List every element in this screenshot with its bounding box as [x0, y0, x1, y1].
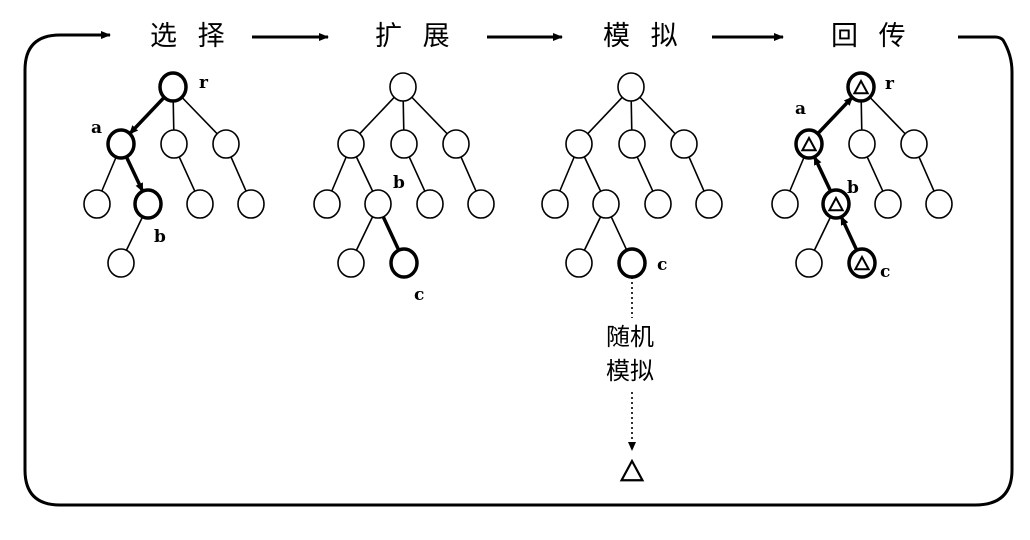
backprop-node-b: [821, 188, 851, 220]
backprop-label-a: a: [795, 99, 807, 119]
stage-title-backprop: 回 传: [831, 21, 912, 52]
select-edge-r-n: [181, 96, 218, 135]
backprop-edge-r-m: [860, 100, 863, 131]
select-label-b: b: [154, 227, 166, 247]
expand-node-b: [364, 189, 392, 219]
expand-label-c: c: [414, 285, 425, 305]
simulate-node-c: [617, 247, 647, 279]
select-node-l1: [83, 189, 111, 219]
backprop-label-b: b: [847, 178, 859, 198]
select-label-a: a: [91, 118, 103, 138]
simulate-node-l1: [541, 189, 569, 219]
select-node-a: [106, 128, 136, 160]
backprop-node-c-triangle: [853, 254, 871, 271]
simulate-node-bl: [565, 248, 593, 278]
expand-edge-a-l1: [331, 156, 347, 192]
backprop-node-a: [794, 128, 824, 160]
random-simulation-line1: 随机: [606, 323, 654, 351]
expand-node-n1: [467, 189, 495, 219]
backprop-node-m1: [874, 189, 902, 219]
backprop-node-bl: [795, 248, 823, 278]
simulate-edge-n-n1: [688, 156, 705, 192]
expand-node-m1: [416, 189, 444, 219]
backprop-node-l1: [771, 189, 799, 219]
select-node-m: [160, 129, 188, 159]
backprop-edge-b-bl: [813, 216, 832, 251]
expand-node-l1: [313, 189, 341, 219]
expand-node-c: [389, 247, 419, 279]
simulate-edge-m-m1: [636, 156, 654, 192]
backprop-label-c: c: [880, 262, 891, 282]
simulate-node-m: [618, 129, 646, 159]
expand-edge-n-n1: [460, 156, 477, 192]
backprop-edge-r-a: [816, 96, 854, 135]
select-node-b: [133, 188, 163, 220]
expand-edge-r-m: [402, 100, 405, 131]
expand-node-bl: [337, 248, 365, 278]
backprop-node-c: [847, 247, 877, 279]
stage-title-select: 选 择: [150, 21, 231, 52]
simulate-edge-r-a: [587, 96, 623, 135]
backprop-edge-r-n: [869, 96, 906, 135]
expand-edge-a-b: [355, 156, 374, 192]
select-node-r: [158, 71, 188, 103]
simulate-edge-r-m: [630, 100, 633, 131]
select-node-m1: [186, 189, 214, 219]
expand-node-a: [337, 129, 365, 159]
backprop-node-r: [846, 71, 876, 103]
simulate-label-c: c: [657, 255, 668, 275]
backprop-node-a-triangle: [800, 135, 818, 152]
expand-label-b: b: [393, 173, 405, 193]
stage-title-expand: 扩 展: [375, 21, 456, 52]
expand-edge-b-c: [381, 216, 401, 251]
simulate-node-m1: [644, 189, 672, 219]
simulate-node-b: [592, 189, 620, 219]
backprop-node-m: [848, 129, 876, 159]
select-label-r: r: [199, 73, 208, 93]
simulate-node-n1: [695, 189, 723, 219]
simulate-edge-a-l1: [559, 156, 575, 192]
backprop-label-r: r: [885, 74, 894, 94]
expand-edge-m-m1: [408, 156, 426, 192]
expand-edge-b-bl: [355, 216, 374, 251]
backprop-node-b-triangle: [827, 195, 845, 212]
backprop-node-r-triangle: [852, 78, 870, 95]
backprop-edge-a-l1: [789, 156, 805, 192]
simulate-node-a: [565, 129, 593, 159]
select-edge-b-bl: [125, 216, 144, 251]
select-edge-r-a: [128, 96, 166, 135]
select-edge-n-n1: [230, 156, 247, 192]
select-edge-r-m: [172, 100, 175, 131]
backprop-edge-a-b: [812, 155, 833, 192]
select-node-bl: [107, 248, 135, 278]
simulation-result-triangle: [619, 458, 645, 482]
simulate-node-n: [670, 129, 698, 159]
simulate-node-r: [617, 72, 645, 102]
select-node-n: [212, 129, 240, 159]
backprop-node-n: [900, 129, 928, 159]
expand-edge-r-a: [359, 96, 395, 135]
simulate-edge-a-b: [583, 156, 602, 192]
cycle-loop: [23, 31, 1014, 507]
random-simulation-line2: 模拟: [606, 357, 654, 385]
backprop-edge-b-c: [839, 215, 859, 251]
expand-node-m: [390, 129, 418, 159]
select-edge-a-l1: [101, 156, 117, 192]
expand-edge-r-n: [411, 96, 448, 135]
select-edge-a-b: [124, 156, 145, 193]
expand-node-r: [389, 72, 417, 102]
simulate-edge-r-n: [639, 96, 676, 135]
backprop-edge-n-n1: [918, 156, 935, 192]
select-edge-m-m1: [178, 156, 196, 192]
select-node-n1: [237, 189, 265, 219]
simulate-edge-b-bl: [583, 216, 602, 251]
expand-node-n: [442, 129, 470, 159]
stage-title-simulate: 模 拟: [603, 21, 684, 52]
backprop-edge-m-m1: [866, 156, 884, 192]
simulate-edge-b-c: [610, 216, 628, 251]
backprop-node-n1: [925, 189, 953, 219]
